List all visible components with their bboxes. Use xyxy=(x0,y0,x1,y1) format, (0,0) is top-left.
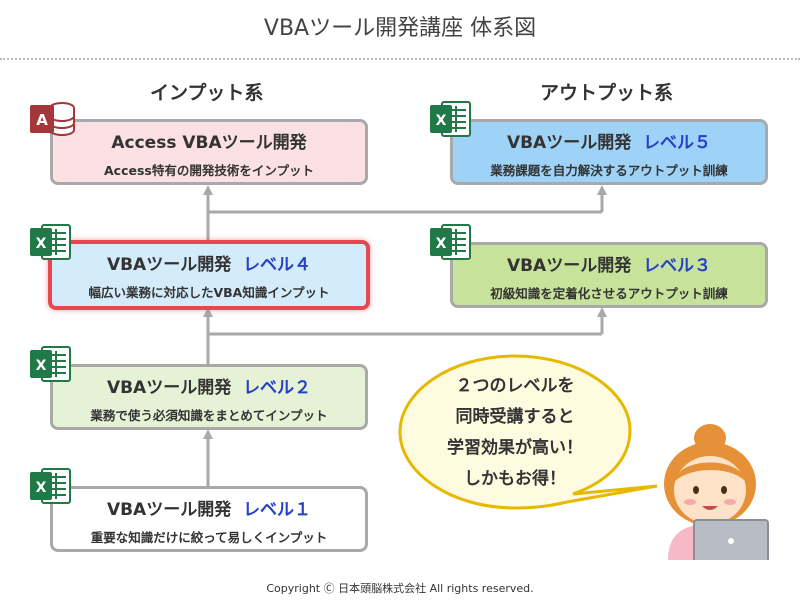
access-vba-box: Access VBAツール開発 Access特有の開発技術をインプット xyxy=(50,119,368,185)
copyright-text: Copyright Ⓒ 日本頭脳株式会社 All rights reserved… xyxy=(266,582,534,595)
level1-box: VBAツール開発 レベル１ 重要な知識だけに絞って易しくインプット xyxy=(50,486,368,552)
level3-box: VBAツール開発 レベル３ 初級知識を定着化させるアウトプット訓練 xyxy=(450,242,768,308)
excel-icon: X xyxy=(430,224,471,260)
level5-subtitle: 業務課題を自力解決するアウトプット訓練 xyxy=(490,163,728,178)
access-box-title: Access VBAツール開発 xyxy=(111,133,307,153)
section-output-label: アウトプット系 xyxy=(540,82,674,104)
excel-icon: X xyxy=(30,346,71,382)
bubble-line-3: 学習効果が高い！ xyxy=(447,438,583,458)
page-title: VBAツール開発講座 体系図 xyxy=(263,16,537,41)
access-icon: A xyxy=(30,102,75,136)
level3-subtitle: 初級知識を定着化させるアウトプット訓練 xyxy=(490,286,728,301)
woman-with-laptop-icon xyxy=(664,424,769,560)
level4-level: レベル４ xyxy=(243,255,312,275)
excel-icon: X xyxy=(430,101,471,137)
title-divider xyxy=(0,58,800,60)
excel-icon: X xyxy=(30,224,71,260)
level1-title: VBAツール開発 xyxy=(106,500,232,520)
svg-text:X: X xyxy=(36,236,47,252)
level2-subtitle: 業務で使う必須知識をまとめてインプット xyxy=(90,408,328,423)
level4-title: VBAツール開発 xyxy=(106,255,232,275)
level3-title: VBAツール開発 xyxy=(506,256,632,276)
section-input-label: インプット系 xyxy=(150,82,264,104)
level5-level: レベル５ xyxy=(643,133,712,153)
level5-box: VBAツール開発 レベル５ 業務課題を自力解決するアウトプット訓練 xyxy=(450,119,768,185)
svg-text:A: A xyxy=(36,111,48,129)
access-box-subtitle: Access特有の開発技術をインプット xyxy=(104,163,314,178)
level3-level: レベル３ xyxy=(643,256,712,276)
bubble-text: ２つのレベルを 同時受講すると 学習効果が高い！ しかもお得！ xyxy=(430,371,600,495)
level1-subtitle: 重要な知識だけに絞って易しくインプット xyxy=(90,530,328,545)
svg-text:X: X xyxy=(436,236,447,252)
bubble-line-4: しかもお得！ xyxy=(464,469,566,489)
level1-level: レベル１ xyxy=(243,500,312,520)
level5-title: VBAツール開発 xyxy=(506,133,632,153)
speech-bubble xyxy=(398,354,658,510)
level2-title: VBAツール開発 xyxy=(106,378,232,398)
svg-text:X: X xyxy=(436,113,447,129)
svg-text:X: X xyxy=(36,480,47,496)
bubble-line-2: 同時受講すると xyxy=(455,407,575,427)
excel-icon: X xyxy=(30,468,71,504)
level4-box: VBAツール開発 レベル４ 幅広い業務に対応したVBA知識インプット xyxy=(48,240,370,310)
level2-level: レベル２ xyxy=(243,378,312,398)
level2-box: VBAツール開発 レベル２ 業務で使う必須知識をまとめてインプット xyxy=(50,364,368,430)
bubble-line-1: ２つのレベルを xyxy=(455,376,575,396)
level4-subtitle: 幅広い業務に対応したVBA知識インプット xyxy=(88,285,330,300)
svg-text:X: X xyxy=(36,358,47,374)
